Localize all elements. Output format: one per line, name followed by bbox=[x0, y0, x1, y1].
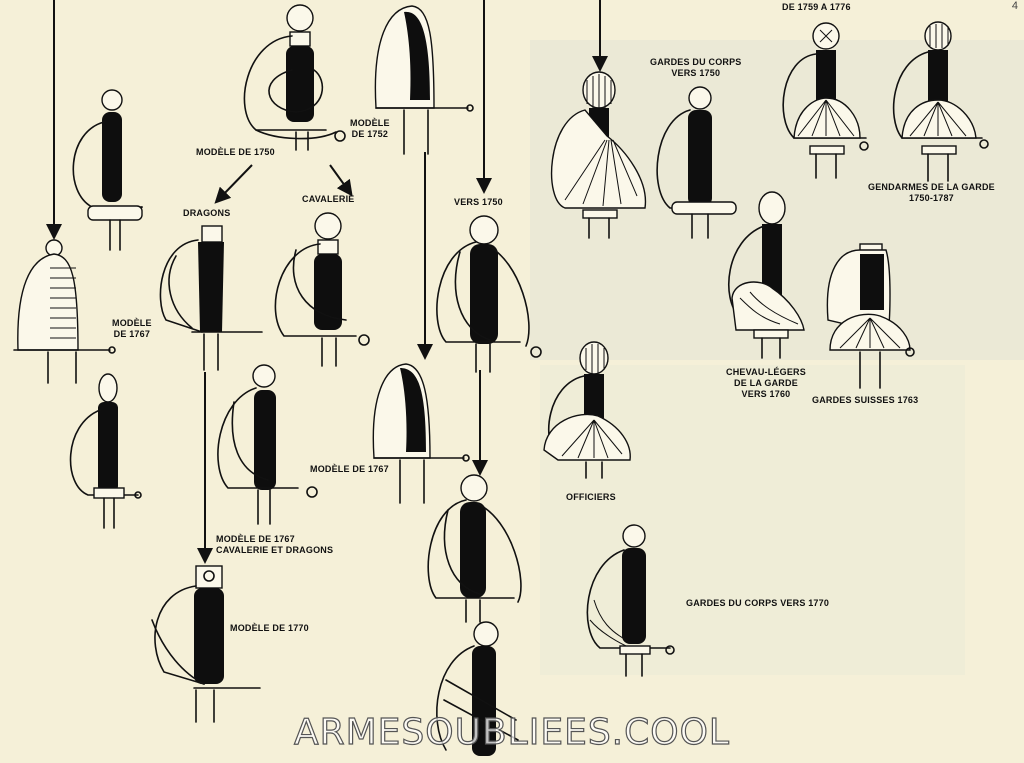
sword-hilt-modele-1750 bbox=[243, 4, 346, 151]
sword-hilt-gardes-du-corps-1770 bbox=[586, 524, 675, 677]
label-gardes-suisses: GARDES SUISSES 1763 bbox=[812, 395, 919, 405]
label-vers-1750: VERS 1750 bbox=[454, 197, 503, 207]
sword-hilt-officiers bbox=[543, 341, 631, 479]
sword-hilt-chevau-legers bbox=[728, 191, 805, 359]
sword-hilt-gardes-suisses bbox=[826, 243, 915, 389]
label-gendarmes: GENDARMES DE LA GARDE 1750-1787 bbox=[868, 182, 995, 203]
sword-hilt-vers-1750 bbox=[436, 215, 542, 373]
sword-hilt-modele-1767-left bbox=[217, 364, 318, 525]
arrow-to-cavalerie bbox=[329, 164, 353, 197]
sword-hilt-cavalerie bbox=[274, 212, 370, 367]
label-modele-1750: MODÈLE DE 1750 bbox=[196, 147, 275, 157]
sword-hilt-early-left bbox=[72, 89, 143, 251]
label-dragons: DRAGONS bbox=[183, 208, 231, 218]
label-modele-1767-center: MODÈLE DE 1767 bbox=[310, 464, 389, 474]
sword-hilt-mousquetaires bbox=[782, 22, 869, 179]
watermark: ARMESOUBLIEES.COOL bbox=[293, 711, 730, 753]
label-gardes-du-corps-1750: GARDES DU CORPS VERS 1750 bbox=[650, 57, 742, 78]
sword-hilt-modele-1770 bbox=[151, 565, 261, 723]
sword-hilt-bottom-partial bbox=[436, 621, 519, 756]
sword-hilt-gendarmes bbox=[892, 21, 989, 182]
label-modele-1767-cav-drag: MODÈLE DE 1767 CAVALERIE ET DRAGONS bbox=[216, 534, 334, 555]
label-modele-1752: MODÈLE DE 1752 bbox=[350, 118, 390, 139]
label-mousquetaires: DE 1759 A 1776 bbox=[782, 2, 851, 12]
sword-hilt-gardes-du-corps-1750 bbox=[656, 86, 737, 239]
label-modele-1770: MODÈLE DE 1770 bbox=[230, 623, 309, 633]
sword-hilt-lower-left bbox=[69, 373, 142, 529]
corner-mark: 4 bbox=[1011, 0, 1018, 12]
arrow-to-dragons bbox=[214, 164, 253, 204]
sword-hilt-modele-1752 bbox=[374, 5, 474, 155]
background-panel-lower bbox=[540, 365, 965, 675]
label-gardes-du-corps-1770: GARDES DU CORPS VERS 1770 bbox=[686, 598, 830, 608]
label-officiers: OFFICIERS bbox=[566, 492, 616, 502]
label-cavalerie: CAVALERIE bbox=[302, 194, 355, 204]
sword-hilt-garde-shell bbox=[550, 71, 647, 239]
sword-hilt-center-lower-basket bbox=[427, 474, 522, 623]
sword-hilt-ribbed-left bbox=[13, 239, 116, 384]
label-modele-1767-left: MODÈLE DE 1767 bbox=[112, 318, 152, 339]
sword-hilt-dragons bbox=[159, 225, 263, 371]
sword-hilt-modele-1767-center bbox=[372, 363, 470, 504]
label-chevau-legers: CHEVAU-LÉGERS DE LA GARDE VERS 1760 bbox=[726, 367, 806, 399]
